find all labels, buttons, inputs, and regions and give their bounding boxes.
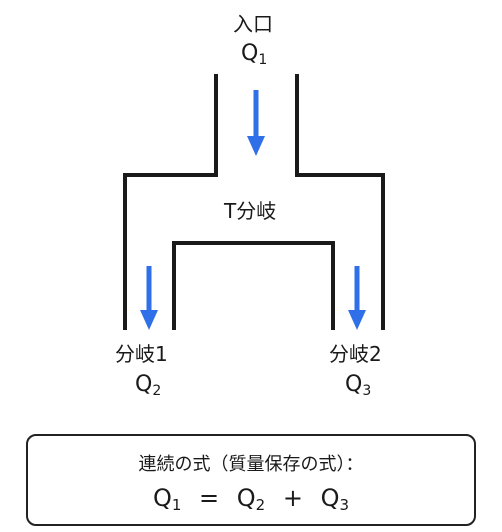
pipe-inner-wall <box>172 241 335 330</box>
eq-q2-subscript: 2 <box>255 496 266 514</box>
continuity-equation-box: 連続の式（質量保存の式）： Q1 = Q2 + Q3 <box>26 434 476 526</box>
branch2-q-subscript: 3 <box>362 383 372 399</box>
branch2-flow-label: Q3 <box>345 373 371 403</box>
eq-equals: = <box>199 484 220 512</box>
eq-q1-subscript: 1 <box>171 496 182 514</box>
inlet-flow-label: Q1 <box>241 42 267 72</box>
pipe-walls <box>123 74 385 330</box>
eq-q3-subscript: 3 <box>339 496 350 514</box>
eq-q2: Q <box>236 484 256 512</box>
inlet-q: Q <box>241 41 259 66</box>
eq-q3: Q <box>320 484 340 512</box>
eq-plus: + <box>282 484 303 512</box>
pipe-outer-left-wall <box>123 74 218 330</box>
branch2-label: 分岐2 <box>329 342 382 366</box>
pipe-outer-right-wall <box>295 74 385 330</box>
flow-arrows <box>140 90 366 330</box>
branch1-flow-label: Q2 <box>135 373 161 403</box>
eq-q1: Q <box>152 484 172 512</box>
branch1-label: 分岐1 <box>115 342 168 366</box>
tee-label: T分岐 <box>224 199 277 223</box>
inlet-q-subscript: 1 <box>258 52 268 68</box>
pipe-diagram <box>123 74 385 330</box>
inlet-flow-arrow <box>247 90 265 156</box>
branch2-flow-arrow <box>348 266 366 330</box>
branch1-q: Q <box>135 372 153 397</box>
inlet-label: 入口 <box>233 12 273 36</box>
equation-title: 連続の式（質量保存の式）： <box>138 454 364 475</box>
branch1-flow-arrow <box>140 266 158 330</box>
branch2-q: Q <box>345 372 363 397</box>
branch1-q-subscript: 2 <box>152 383 162 399</box>
equation-formula: Q1 = Q2 + Q3 <box>28 484 474 514</box>
